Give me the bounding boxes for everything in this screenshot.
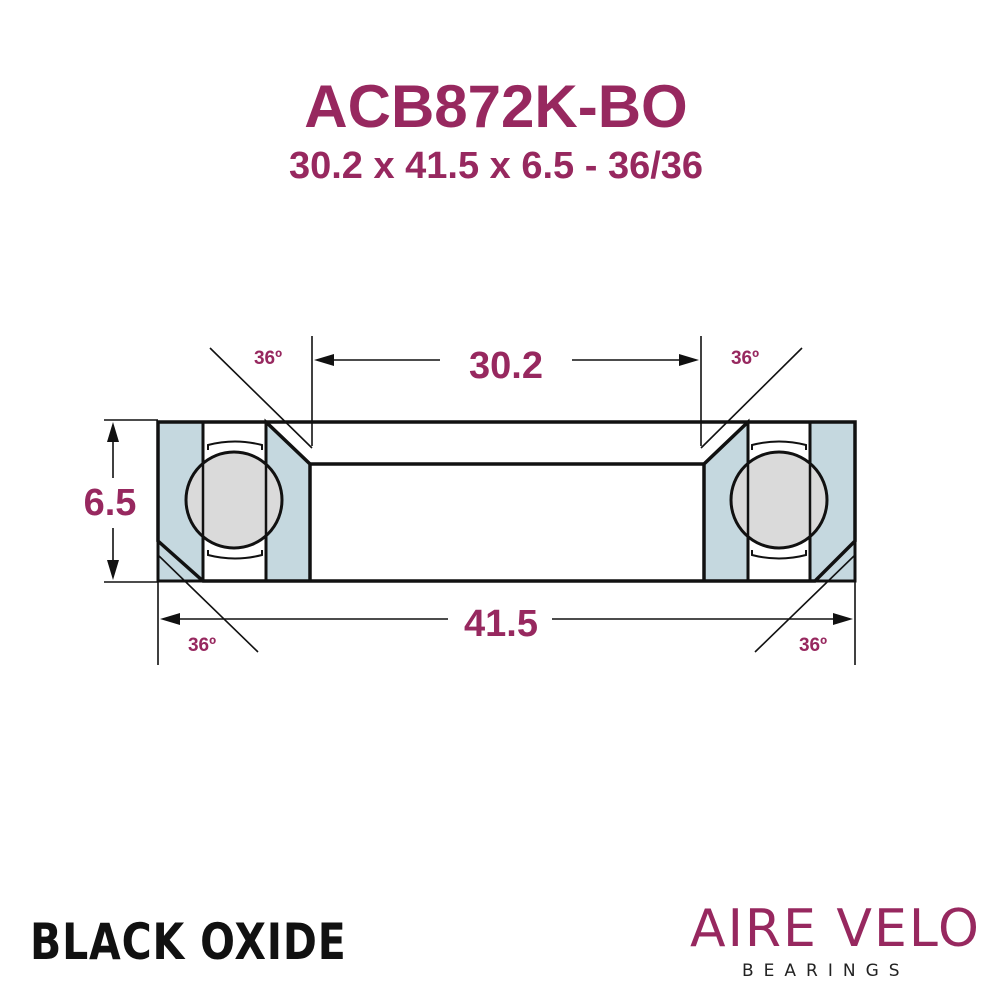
part-number-title: ACB872K-BO <box>304 73 688 140</box>
brand-logo-name: AIRE VELO <box>690 899 981 959</box>
arrow-height-top <box>107 422 119 442</box>
left-ball <box>184 450 284 550</box>
right-ball <box>729 450 829 550</box>
bottom-right-angle-line <box>754 554 856 653</box>
arrow-bottom-left <box>160 613 180 625</box>
race-lines <box>201 422 812 581</box>
height-label: 6.5 <box>84 482 137 524</box>
bottom-left-angle-line <box>157 554 259 653</box>
chamfer-right-inner <box>702 420 750 581</box>
bearing-outline <box>156 420 857 583</box>
top-right-angle-line <box>700 347 803 449</box>
inner-diameter-label: 30.2 <box>469 345 543 387</box>
spec-line: 30.2 x 41.5 x 6.5 - 36/36 <box>288 145 704 187</box>
angle-top-right-label: 36º <box>731 348 759 369</box>
right-cage <box>751 440 807 560</box>
arrow-top-left <box>314 354 334 366</box>
left-cage <box>207 440 263 560</box>
top-left-angle-line <box>209 347 313 449</box>
outer-diameter-label: 41.5 <box>464 603 538 645</box>
arrowheads <box>107 354 853 625</box>
arrow-bottom-right <box>833 613 853 625</box>
arrow-height-bottom <box>107 560 119 580</box>
angle-bottom-left-label: 36º <box>188 635 216 656</box>
chamfer-left-inner <box>264 420 312 581</box>
brand-logo-subtitle: BEARINGS <box>742 961 910 981</box>
angle-top-left-label: 36º <box>254 348 282 369</box>
dimension-labels: 30.2 41.5 6.5 36º 36º 36º 36º <box>84 345 828 656</box>
arrow-top-right <box>679 354 699 366</box>
finish-label: BLACK OXIDE <box>30 913 347 971</box>
bearing-cross-section <box>156 418 857 583</box>
angle-bottom-right-label: 36º <box>799 635 827 656</box>
dimension-lines <box>104 336 856 665</box>
